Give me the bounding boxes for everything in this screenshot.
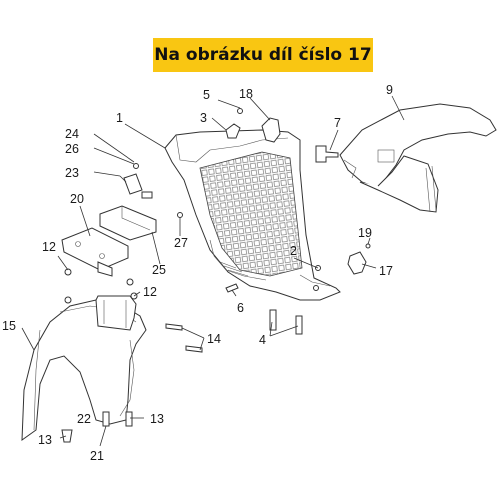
callout-22: 22 xyxy=(77,412,91,426)
callout-13-left: 13 xyxy=(38,433,52,447)
leader-lines xyxy=(21,95,405,447)
clip-17 xyxy=(347,251,367,275)
callout-27: 27 xyxy=(174,236,188,250)
callout-23: 23 xyxy=(65,166,79,180)
callout-17: 17 xyxy=(379,264,393,278)
part-banner: Na obrázku díl číslo 17 xyxy=(153,38,373,72)
callout-15: 15 xyxy=(2,319,16,333)
callout-26: 26 xyxy=(65,142,79,156)
callout-25: 25 xyxy=(152,263,166,277)
callout-6: 6 xyxy=(237,301,244,315)
callout-12-right: 12 xyxy=(143,285,157,299)
clip-3 xyxy=(225,123,241,139)
callout-4: 4 xyxy=(259,333,266,347)
callout-24: 24 xyxy=(65,127,79,141)
callout-14: 14 xyxy=(207,332,221,346)
leg-shield-part xyxy=(164,129,341,301)
bracket-20 xyxy=(61,227,129,277)
banner-text: Na obrázku díl číslo 17 xyxy=(154,45,372,65)
callout-labels: 1 2 3 4 5 6 7 9 12 12 13 13 14 15 17 18 … xyxy=(2,83,393,463)
clip-14 xyxy=(165,323,203,353)
callout-5: 5 xyxy=(203,88,210,102)
callout-1: 1 xyxy=(116,111,123,125)
callout-13-right: 13 xyxy=(150,412,164,426)
bolt-7 xyxy=(315,145,339,163)
callout-9: 9 xyxy=(386,83,393,97)
bracket-23 xyxy=(99,205,157,241)
callout-19: 19 xyxy=(358,226,372,240)
clip-18 xyxy=(261,117,281,143)
fasteners xyxy=(61,108,371,443)
callout-2: 2 xyxy=(290,244,297,258)
callout-18: 18 xyxy=(239,87,253,101)
front-fender-part xyxy=(21,295,147,442)
bracket-26 xyxy=(123,173,153,199)
callout-20: 20 xyxy=(70,192,84,206)
callout-21: 21 xyxy=(90,449,104,463)
callout-7: 7 xyxy=(334,116,341,130)
rear-fender-part xyxy=(339,103,497,213)
callout-3: 3 xyxy=(200,111,207,125)
callout-12-left: 12 xyxy=(42,240,56,254)
